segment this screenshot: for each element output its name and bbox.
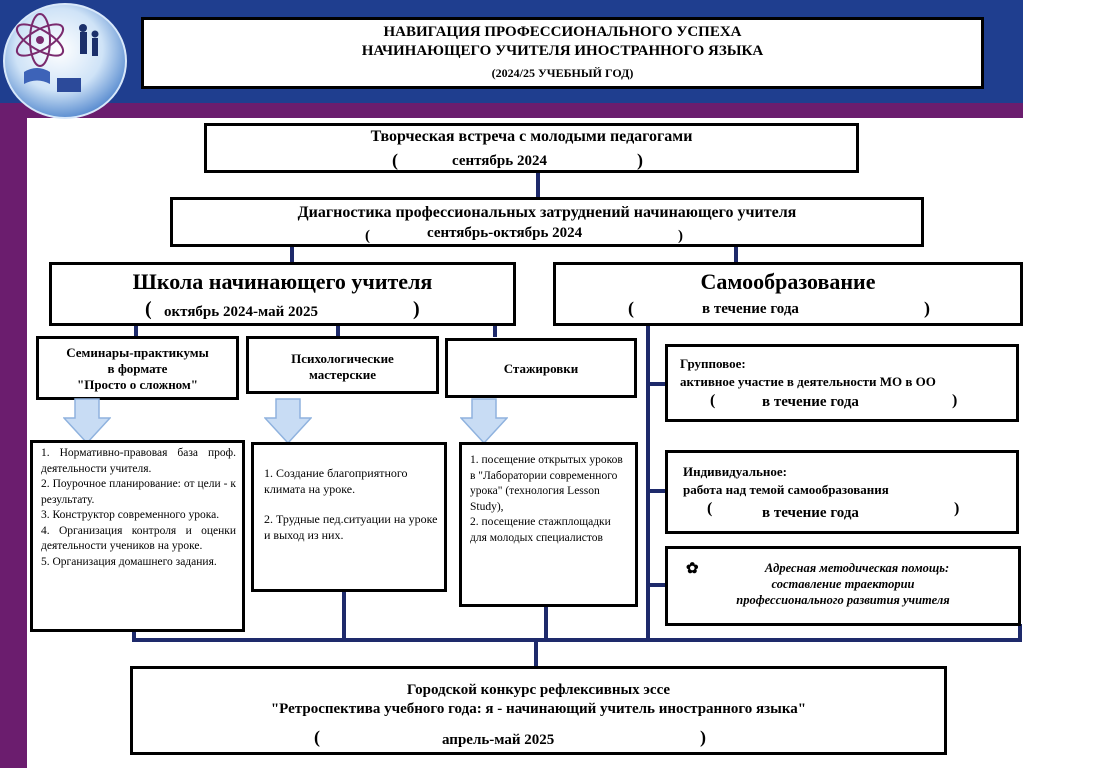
school-title: Школа начинающего учителя bbox=[132, 269, 433, 294]
diagnostics-close-paren: ) bbox=[678, 228, 683, 244]
connector-to-contest bbox=[534, 640, 538, 667]
list-item: 5. Организация домашнего задания. bbox=[41, 555, 217, 568]
list-item: 1. посещение открытых уроков в "Лаборато… bbox=[470, 454, 623, 513]
list-item: 2. Трудные пед.ситуации на уроке и выход… bbox=[264, 512, 438, 542]
school-year: (2024/25 УЧЕБНЫЙ ГОД) bbox=[491, 66, 634, 80]
meeting-open-paren: ( bbox=[392, 150, 398, 170]
header-stripe bbox=[0, 103, 1023, 118]
contest-date: апрель-май 2025 bbox=[442, 732, 555, 748]
page-title-line1: НАВИГАЦИЯ ПРОФЕССИОНАЛЬНОГО УСПЕХА bbox=[383, 24, 742, 40]
methodical-line3: профессионального развития учителя bbox=[736, 593, 950, 607]
list-item: 1. Создание благоприятного климата на ур… bbox=[264, 466, 408, 496]
internship-title: Стажировки bbox=[503, 361, 579, 376]
list-item: 3. Конструктор современного урока. bbox=[41, 509, 220, 521]
seminars-title-line1: Семинары-практикумы bbox=[66, 345, 209, 360]
methodical-box: ✿ Адресная методическая помощь: составле… bbox=[665, 546, 1021, 626]
individual-text: работа над темой самообразования bbox=[683, 482, 889, 497]
seminars-title-box: Семинары-практикумы в формате "Просто о … bbox=[36, 336, 239, 400]
list-item: 4. Организация контроля и оценки деятель… bbox=[41, 524, 236, 553]
logo-globe-icon bbox=[2, 2, 128, 120]
diagnostics-title: Диагностика профессиональных затруднений… bbox=[297, 204, 797, 221]
meeting-box: Творческая встреча с молодыми педагогами… bbox=[204, 123, 859, 173]
connector-selfed-individual bbox=[646, 489, 666, 493]
connector-right-down bbox=[1018, 624, 1022, 640]
individual-box: Индивидуальное: работа над темой самообр… bbox=[665, 450, 1019, 534]
diagnostics-box: Диагностика профессиональных затруднений… bbox=[170, 197, 924, 247]
left-bar bbox=[0, 118, 27, 768]
list-item: 2. посещение стажплощадки для молодых сп… bbox=[470, 516, 611, 544]
group-title: Групповое: bbox=[680, 356, 746, 371]
connector-school-cols2 bbox=[336, 325, 340, 337]
connector-meeting-diag bbox=[536, 171, 540, 198]
down-arrow-icon bbox=[459, 398, 509, 445]
connector-col2-down bbox=[342, 591, 346, 640]
seminars-title-line3: "Просто о сложном" bbox=[76, 377, 199, 392]
self-education-box: Самообразование ( в течение года ) bbox=[553, 262, 1023, 326]
group-close-paren: ) bbox=[952, 392, 958, 409]
diagnostics-date: сентябрь-октябрь 2024 bbox=[427, 225, 583, 241]
contest-line1: Городской конкурс рефлексивных эссе bbox=[406, 682, 671, 698]
group-box: Групповое: активное участие в деятельнос… bbox=[665, 344, 1019, 422]
individual-close-paren: ) bbox=[954, 500, 960, 517]
self-education-close-paren: ) bbox=[924, 298, 930, 318]
psych-title-line1: Психологические bbox=[291, 351, 394, 366]
internship-list-box: 1. посещение открытых уроков в "Лаборато… bbox=[459, 442, 638, 607]
connector-selfed-methodical bbox=[646, 583, 666, 587]
psych-list-box: 1. Создание благоприятного климата на ур… bbox=[251, 442, 447, 592]
connector-col1-down bbox=[132, 628, 136, 640]
list-item: 2. Поурочное планирование: от цели - к р… bbox=[41, 478, 236, 506]
self-education-open-paren: ( bbox=[628, 298, 634, 318]
connector-col3-down bbox=[544, 604, 548, 640]
page-title-line2: НАЧИНАЮЩЕГО УЧИТЕЛЯ ИНОСТРАННОГО ЯЗЫКА bbox=[361, 43, 764, 59]
methodical-line2: составление траектории bbox=[771, 577, 915, 591]
meeting-date: сентябрь 2024 bbox=[452, 153, 547, 169]
title-box: НАВИГАЦИЯ ПРОФЕССИОНАЛЬНОГО УСПЕХА НАЧИН… bbox=[141, 17, 984, 89]
diagnostics-open-paren: ( bbox=[365, 228, 370, 244]
meeting-close-paren: ) bbox=[637, 150, 643, 170]
connector-bottom-horizontal bbox=[132, 638, 1022, 642]
self-education-title: Самообразование bbox=[700, 269, 876, 294]
seminars-title-line2: в формате bbox=[107, 361, 168, 376]
individual-date: в течение года bbox=[762, 505, 859, 521]
individual-open-paren: ( bbox=[707, 500, 713, 517]
school-box: Школа начинающего учителя ( октябрь 2024… bbox=[49, 262, 516, 326]
contest-box: Городской конкурс рефлексивных эссе "Рет… bbox=[130, 666, 947, 755]
methodical-line1: Адресная методическая помощь: bbox=[764, 561, 950, 575]
contest-close-paren: ) bbox=[700, 727, 706, 747]
seminars-list-box: 1. Нормативно-правовая база проф. деятел… bbox=[30, 440, 245, 632]
connector-selfed-trunk bbox=[646, 325, 650, 641]
self-education-date: в течение года bbox=[702, 301, 799, 317]
school-open-paren: ( bbox=[145, 298, 152, 320]
gear-icon: ✿ bbox=[686, 561, 699, 577]
group-text: активное участие в деятельности МО в ОО bbox=[680, 374, 936, 389]
school-date: октябрь 2024-май 2025 bbox=[164, 304, 318, 320]
school-close-paren: ) bbox=[413, 298, 420, 320]
down-arrow-icon bbox=[263, 398, 313, 445]
connector-school-cols1 bbox=[134, 325, 138, 337]
connector-selfed-group bbox=[646, 382, 666, 386]
internship-title-box: Стажировки bbox=[445, 338, 637, 398]
group-open-paren: ( bbox=[710, 392, 716, 409]
psych-title-box: Психологические мастерские bbox=[246, 336, 439, 394]
psych-title-line2: мастерские bbox=[309, 367, 376, 382]
individual-title: Индивидуальное: bbox=[683, 464, 787, 479]
group-date: в течение года bbox=[762, 394, 859, 410]
connector-diag-split bbox=[290, 245, 294, 263]
down-arrow-icon bbox=[62, 398, 112, 445]
connector-school-cols3 bbox=[493, 325, 497, 337]
meeting-title: Творческая встреча с молодыми педагогами bbox=[370, 128, 693, 145]
contest-line2: "Ретроспектива учебного года: я - начина… bbox=[270, 701, 807, 717]
list-item: 1. Нормативно-правовая база проф. деятел… bbox=[41, 447, 236, 475]
connector-diag-split2 bbox=[734, 245, 738, 263]
list-spacer bbox=[264, 497, 438, 511]
contest-open-paren: ( bbox=[314, 727, 320, 747]
